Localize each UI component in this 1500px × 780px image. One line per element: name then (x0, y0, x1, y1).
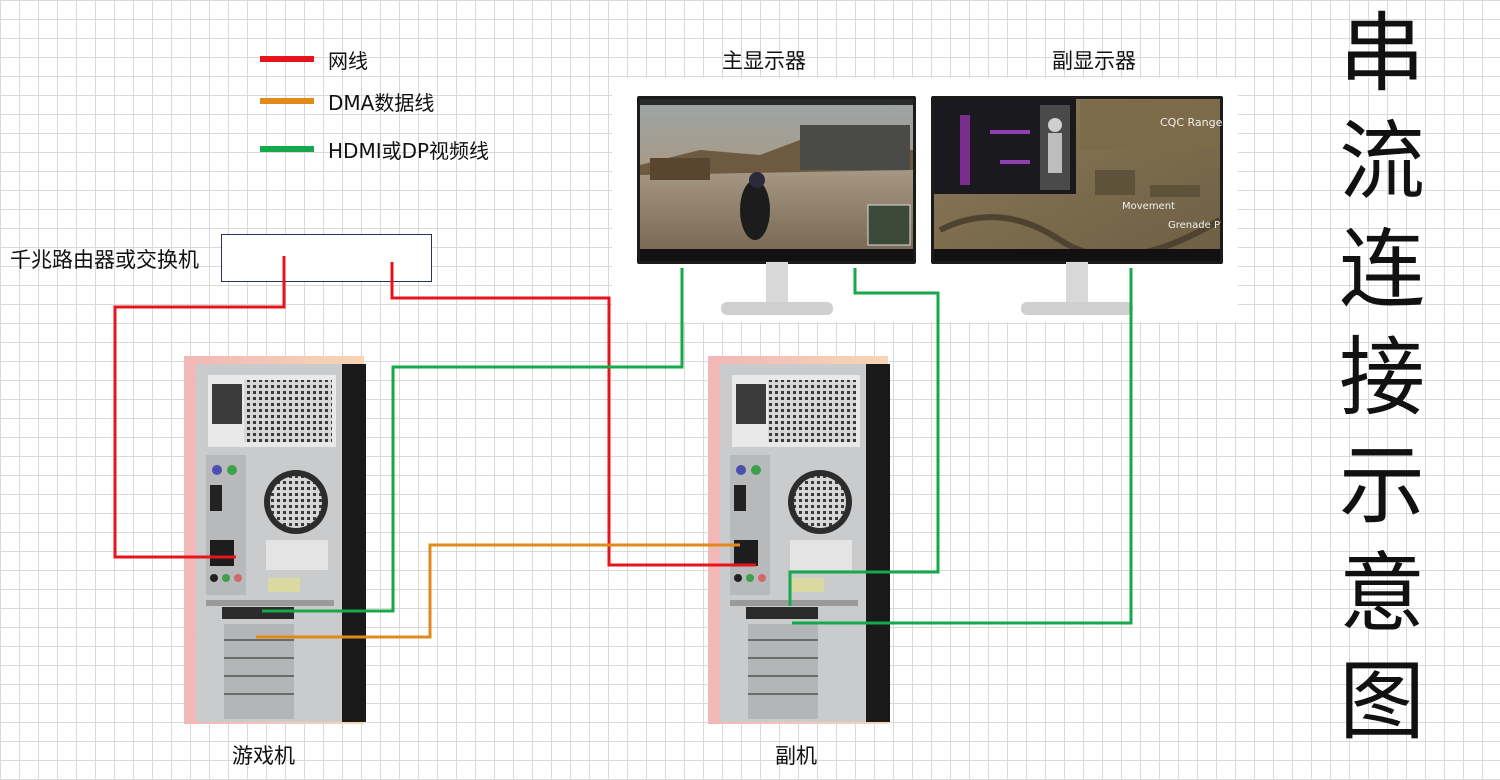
title-char: 示 (1339, 436, 1425, 536)
game-pc-label: 游戏机 (232, 744, 295, 768)
diagram-title: 串 流 连 接 示 意 图 (1332, 0, 1432, 756)
main-monitor-label: 主显示器 (722, 49, 806, 73)
legend-label-video: HDMI或DP视频线 (328, 138, 490, 163)
title-char: 意 (1339, 544, 1425, 644)
legend-item-dma: DMA数据线 (260, 86, 434, 116)
hud-movement-text: Movement (1122, 201, 1175, 212)
legend-swatch-video (260, 146, 314, 152)
legend-swatch-dma (260, 98, 314, 104)
video-cable-sub-monitor (792, 268, 1133, 625)
hud-grenade-text: Grenade P (1168, 220, 1220, 231)
game-pc-tower (184, 356, 366, 724)
legend-swatch-network (260, 56, 314, 62)
sub-monitor-label: 副显示器 (1052, 49, 1136, 73)
title-char: 流 (1339, 112, 1425, 212)
network-cable-sub-pc (390, 262, 756, 567)
video-cable-main-monitor (262, 268, 684, 613)
router-box (221, 234, 432, 282)
legend-label-network: 网线 (328, 48, 368, 73)
legend-label-dma: DMA数据线 (328, 90, 435, 115)
sub-pc-tower (708, 356, 890, 724)
title-char: 串 (1339, 4, 1425, 104)
video-cable-sub-pc-main-monitor (788, 268, 940, 606)
sub-monitor: CQC Range Movement Grenade P (931, 96, 1223, 315)
title-char: 接 (1339, 328, 1425, 428)
sub-pc-label: 副机 (775, 744, 817, 768)
network-cable-game-pc (113, 256, 286, 559)
title-char: 图 (1339, 652, 1425, 752)
legend-item-video: HDMI或DP视频线 (260, 134, 489, 164)
dma-cable (256, 543, 740, 639)
legend-item-network: 网线 (260, 44, 368, 74)
hud-range-text: CQC Range (1160, 116, 1223, 129)
title-char: 连 (1339, 220, 1425, 320)
router-label: 千兆路由器或交换机 (10, 248, 199, 272)
